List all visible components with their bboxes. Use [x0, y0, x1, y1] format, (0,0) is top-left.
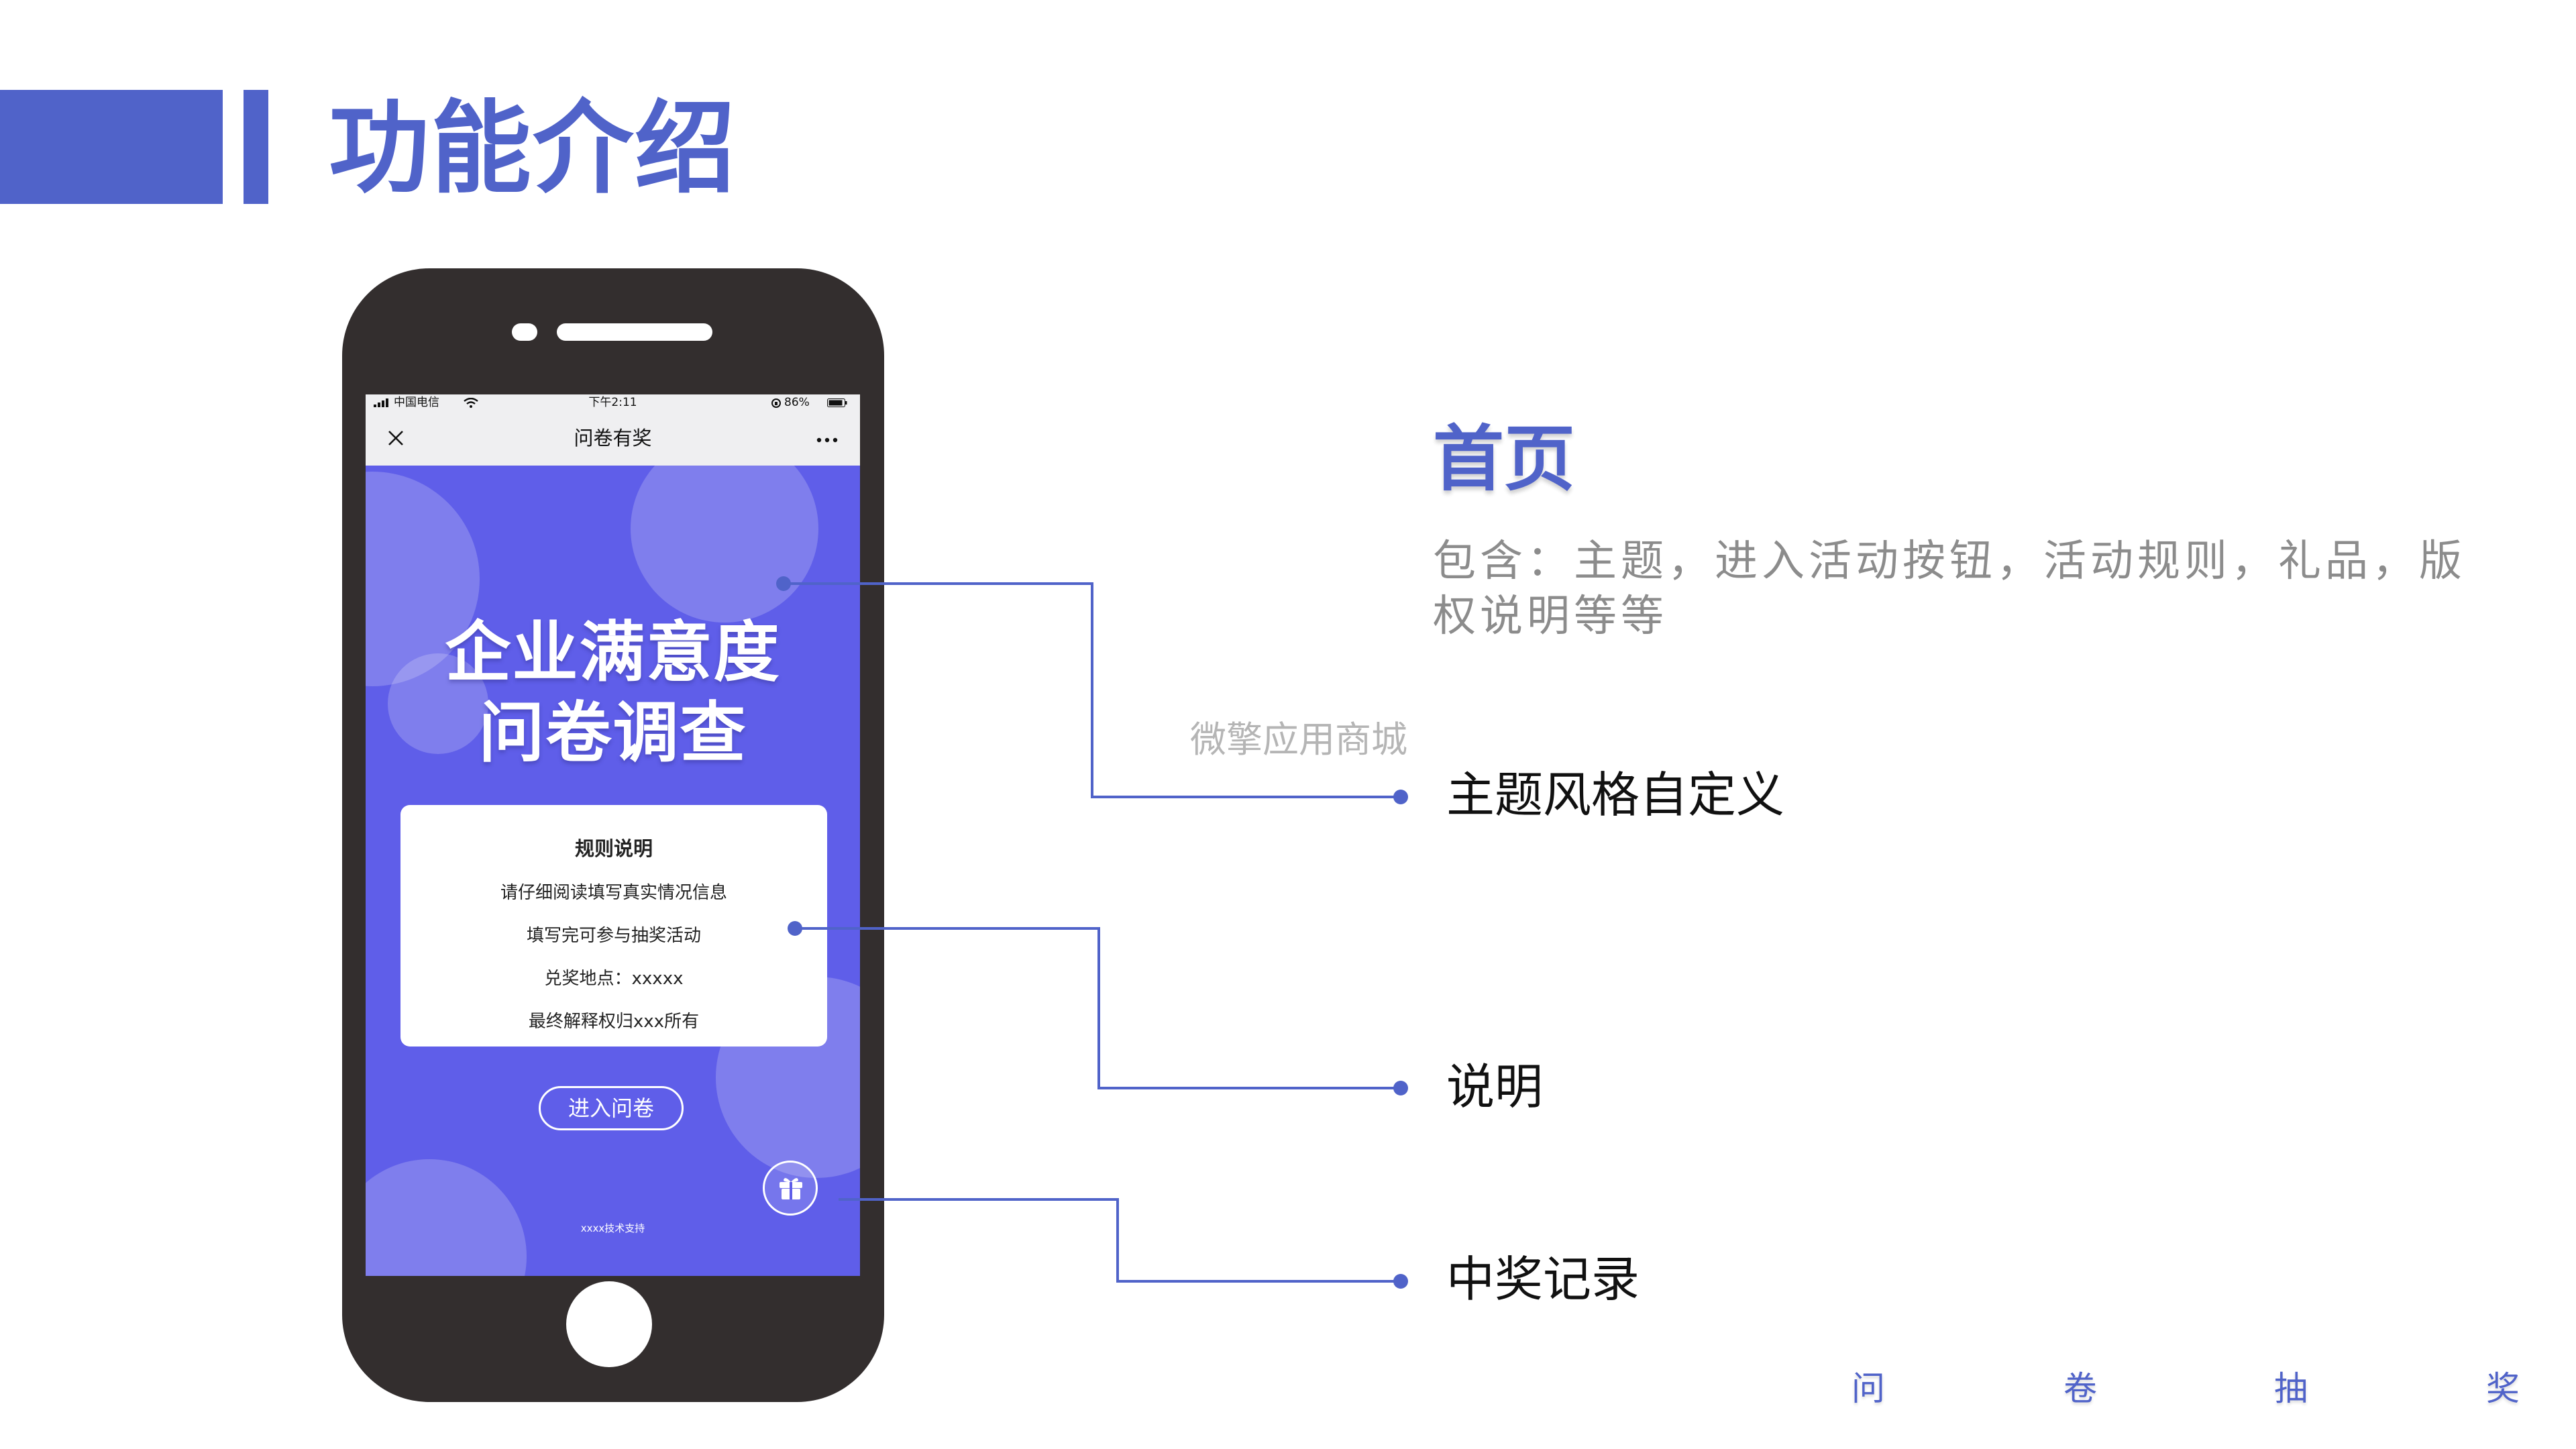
rules-item: 兑奖地点：xxxxx — [544, 969, 684, 989]
rules-item: 最终解释权归xxx所有 — [528, 1012, 700, 1032]
phone-camera — [512, 323, 537, 341]
callout-dot — [1393, 790, 1408, 804]
phone-home-button — [566, 1281, 652, 1367]
callout-line-prize — [839, 1198, 1401, 1283]
footer-char: 奖 — [2486, 1369, 2520, 1408]
gift-icon — [780, 1178, 802, 1199]
callout-line-theme — [784, 582, 1401, 798]
footer-char: 卷 — [2063, 1369, 2097, 1408]
section-description: 包含：主题，进入活动按钮，活动规则，礼品，版权说明等等 — [1433, 537, 2466, 641]
callout-dot — [1393, 1274, 1408, 1289]
banner-title-line2: 问卷调查 — [478, 695, 747, 771]
prize-record-button[interactable] — [763, 1161, 818, 1216]
tech-support-footer: xxxx技术支持 — [580, 1222, 645, 1234]
page-title: 功能介绍 — [329, 91, 737, 207]
signal-icon — [374, 398, 388, 407]
callout-dot — [788, 921, 802, 936]
wifi-icon — [464, 398, 478, 408]
decor-circle — [631, 435, 818, 623]
decor-circle — [388, 653, 488, 754]
callout-label-rules: 说明 — [1446, 1059, 1544, 1115]
rules-item: 请仔细阅读填写真实情况信息 — [500, 883, 727, 903]
phone-speaker — [557, 323, 712, 341]
callout-label-prize: 中奖记录 — [1446, 1251, 1640, 1307]
phone-screen: 中国电信 下午2:11 86% 问卷有奖 企业满意度 问卷调查 规则说明 请仔细… — [366, 394, 860, 1276]
rules-card: 规则说明 请仔细阅读填写真实情况信息 填写完可参与抽奖活动 兑奖地点：xxxxx… — [400, 805, 827, 1046]
app-title-bar: 问卷有奖 — [366, 411, 860, 466]
callout-line-rules — [795, 927, 1401, 1089]
status-time: 下午2:11 — [588, 396, 637, 409]
carrier-label: 中国电信 — [394, 396, 439, 409]
lock-rotation-icon — [771, 398, 781, 408]
header-accent-bar — [0, 90, 223, 204]
callout-dot — [1393, 1081, 1408, 1095]
battery-icon — [827, 398, 847, 407]
more-icon[interactable] — [816, 437, 838, 443]
callout-label-theme: 主题风格自定义 — [1446, 767, 1785, 823]
rules-title: 规则说明 — [574, 837, 653, 860]
rules-item: 填写完可参与抽奖活动 — [526, 926, 701, 946]
footer-char: 抽 — [2274, 1369, 2308, 1408]
close-icon[interactable] — [386, 428, 406, 448]
section-title: 首页 — [1433, 418, 1575, 500]
banner-title-line1: 企业满意度 — [445, 614, 781, 691]
callout-dot — [776, 576, 791, 591]
header-accent-stripe — [244, 90, 268, 204]
app-title: 问卷有奖 — [574, 427, 652, 449]
enter-survey-button[interactable]: 进入问卷 — [539, 1086, 684, 1130]
watermark-text: 微擎应用商城 — [1190, 718, 1407, 761]
status-bar: 中国电信 下午2:11 86% — [366, 394, 860, 411]
footer-char: 问 — [1851, 1369, 1885, 1408]
battery-percentage: 86% — [784, 396, 810, 409]
